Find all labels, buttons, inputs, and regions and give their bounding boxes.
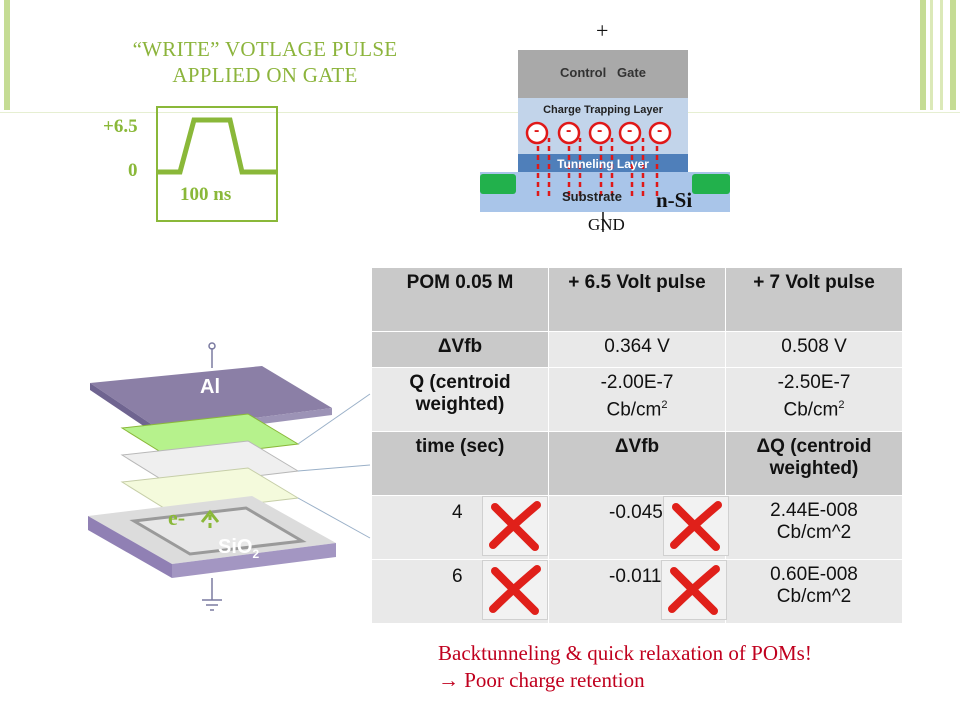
conclusion-line1: Backtunneling & quick relaxation of POMs… xyxy=(438,641,812,665)
pulse-high-label: +6.5 xyxy=(103,116,138,137)
table-cell: -2.50E-7 Cb/cm2 xyxy=(725,367,903,432)
table-header-cell: ΔQ (centroid weighted) xyxy=(725,431,903,496)
table-cell: 0.508 V xyxy=(725,331,903,368)
table-subheader-row: time (sec) ΔVfb ΔQ (centroid weighted) xyxy=(371,431,903,496)
source-region xyxy=(480,174,516,194)
table-header-cell: + 7 Volt pulse xyxy=(725,267,903,332)
al-electrode xyxy=(90,366,332,430)
unit-text: Cb/cm xyxy=(606,399,662,421)
table-cell: -0.011 xyxy=(548,559,728,624)
frame-bar xyxy=(920,0,926,110)
table-row: ΔVfb 0.364 V 0.508 V xyxy=(371,331,903,368)
substrate-label: Substrate xyxy=(562,189,622,204)
pulse-waveform xyxy=(158,117,276,175)
al-label: Al xyxy=(200,376,220,398)
table-cell: 0.364 V xyxy=(548,331,726,368)
table-cell: -0.045 xyxy=(548,495,729,560)
dq-unit: Cb/cm^2 xyxy=(776,586,852,607)
tunneling-layer-label: Tunneling Layer xyxy=(557,157,649,171)
dq-unit: Cb/cm^2 xyxy=(776,522,852,543)
drain-region xyxy=(692,174,730,194)
device-cross-section xyxy=(480,50,730,232)
charge-minus: - xyxy=(534,122,540,139)
x-mark-icon xyxy=(661,560,728,620)
pulse-title-line1: “WRITE” VOTLAGE PULSE xyxy=(132,37,398,61)
frame-line xyxy=(0,112,960,113)
trapping-layer-label: Charge Trapping Layer xyxy=(543,104,663,116)
tunneling-layer xyxy=(518,154,688,172)
unit-text: Cb/cm xyxy=(783,399,839,421)
table-header-cell: POM 0.05 M xyxy=(371,267,549,332)
x-mark-icon xyxy=(482,496,548,556)
pulse-width-label: 100 ns xyxy=(180,184,232,205)
pulse-diagram-box xyxy=(156,106,278,222)
substrate-layer xyxy=(480,172,730,212)
charge-symbols: - - - - - xyxy=(529,122,709,142)
table-header-cell: + 6.5 Volt pulse xyxy=(548,267,726,332)
charge-minus: - xyxy=(597,122,603,139)
control-gate-layer xyxy=(518,50,688,98)
dq-value: 0.60E-008 xyxy=(770,564,858,585)
row-label: Q (centroid weighted) xyxy=(371,367,549,432)
sio2-subscript: 2 xyxy=(252,547,260,561)
unit-exponent: 2 xyxy=(661,399,668,411)
layer-stack-illustration xyxy=(88,342,371,611)
x-mark-icon xyxy=(482,560,548,620)
row-label: ΔVfb xyxy=(371,331,549,368)
frame-bar xyxy=(4,0,10,110)
trapped-charge xyxy=(588,121,612,145)
time-value: 4 xyxy=(452,502,463,523)
cell-value: -2.50E-7 xyxy=(777,372,851,393)
nsi-label: n-Si xyxy=(656,188,693,212)
table-row: Q (centroid weighted) -2.00E-7 Cb/cm2 -2… xyxy=(371,367,903,432)
table-row: 6 -0.011 0.60E-008 Cb/cm^2 xyxy=(371,559,903,624)
gate-plus-label: + xyxy=(596,18,609,43)
pulse-title: “WRITE” VOTLAGE PULSE APPLIED ON GATE xyxy=(60,36,470,88)
table-cell: 2.44E-008 Cb/cm^2 xyxy=(725,495,903,560)
control-gate-label: Control Gate xyxy=(560,65,646,80)
frame-bar xyxy=(930,0,933,110)
results-table: POM 0.05 M + 6.5 Volt pulse + 7 Volt pul… xyxy=(371,267,903,624)
table-header-cell: ΔVfb xyxy=(548,431,726,496)
table-header-row: POM 0.05 M + 6.5 Volt pulse + 7 Volt pul… xyxy=(371,267,903,332)
table-header-cell: time (sec) xyxy=(371,431,549,496)
pulse-low-label: 0 xyxy=(128,160,138,181)
cell-value: -2.00E-7 xyxy=(600,372,674,393)
dq-value: 2.44E-008 xyxy=(770,500,858,521)
trapped-charge xyxy=(525,121,549,145)
trapped-charge xyxy=(618,121,642,145)
charge-minus: - xyxy=(627,122,633,139)
sio2-text: SiO xyxy=(218,536,253,558)
pulse-title-line2: APPLIED ON GATE xyxy=(172,63,358,87)
table-row: 4 -0.045 2.44E-008 Cb/cm^2 xyxy=(371,495,903,560)
cell-unit: Cb/cm2 xyxy=(555,394,719,421)
charge-minus: - xyxy=(657,122,663,139)
gnd-label: GND xyxy=(588,215,625,234)
frame-bar xyxy=(950,0,956,110)
table-cell: -2.00E-7 Cb/cm2 xyxy=(548,367,726,432)
conclusion-line2: → Poor charge retention xyxy=(438,668,645,692)
table-cell: 0.60E-008 Cb/cm^2 xyxy=(725,559,903,624)
unit-exponent: 2 xyxy=(838,399,845,411)
cell-unit: Cb/cm2 xyxy=(732,394,896,421)
sio2-label: SiO2 xyxy=(218,536,259,561)
table-cell: 4 xyxy=(371,495,549,560)
time-value: 6 xyxy=(452,566,463,587)
trapped-charge xyxy=(648,121,672,145)
electron-label: e- xyxy=(168,505,186,530)
trapped-charge xyxy=(557,121,581,145)
charge-minus: - xyxy=(566,122,572,139)
dvfb-value: -0.011 xyxy=(609,566,662,587)
frame-bar xyxy=(940,0,943,110)
x-mark-icon xyxy=(662,496,729,556)
dvfb-value: -0.045 xyxy=(609,502,663,523)
table-cell: 6 xyxy=(371,559,549,624)
